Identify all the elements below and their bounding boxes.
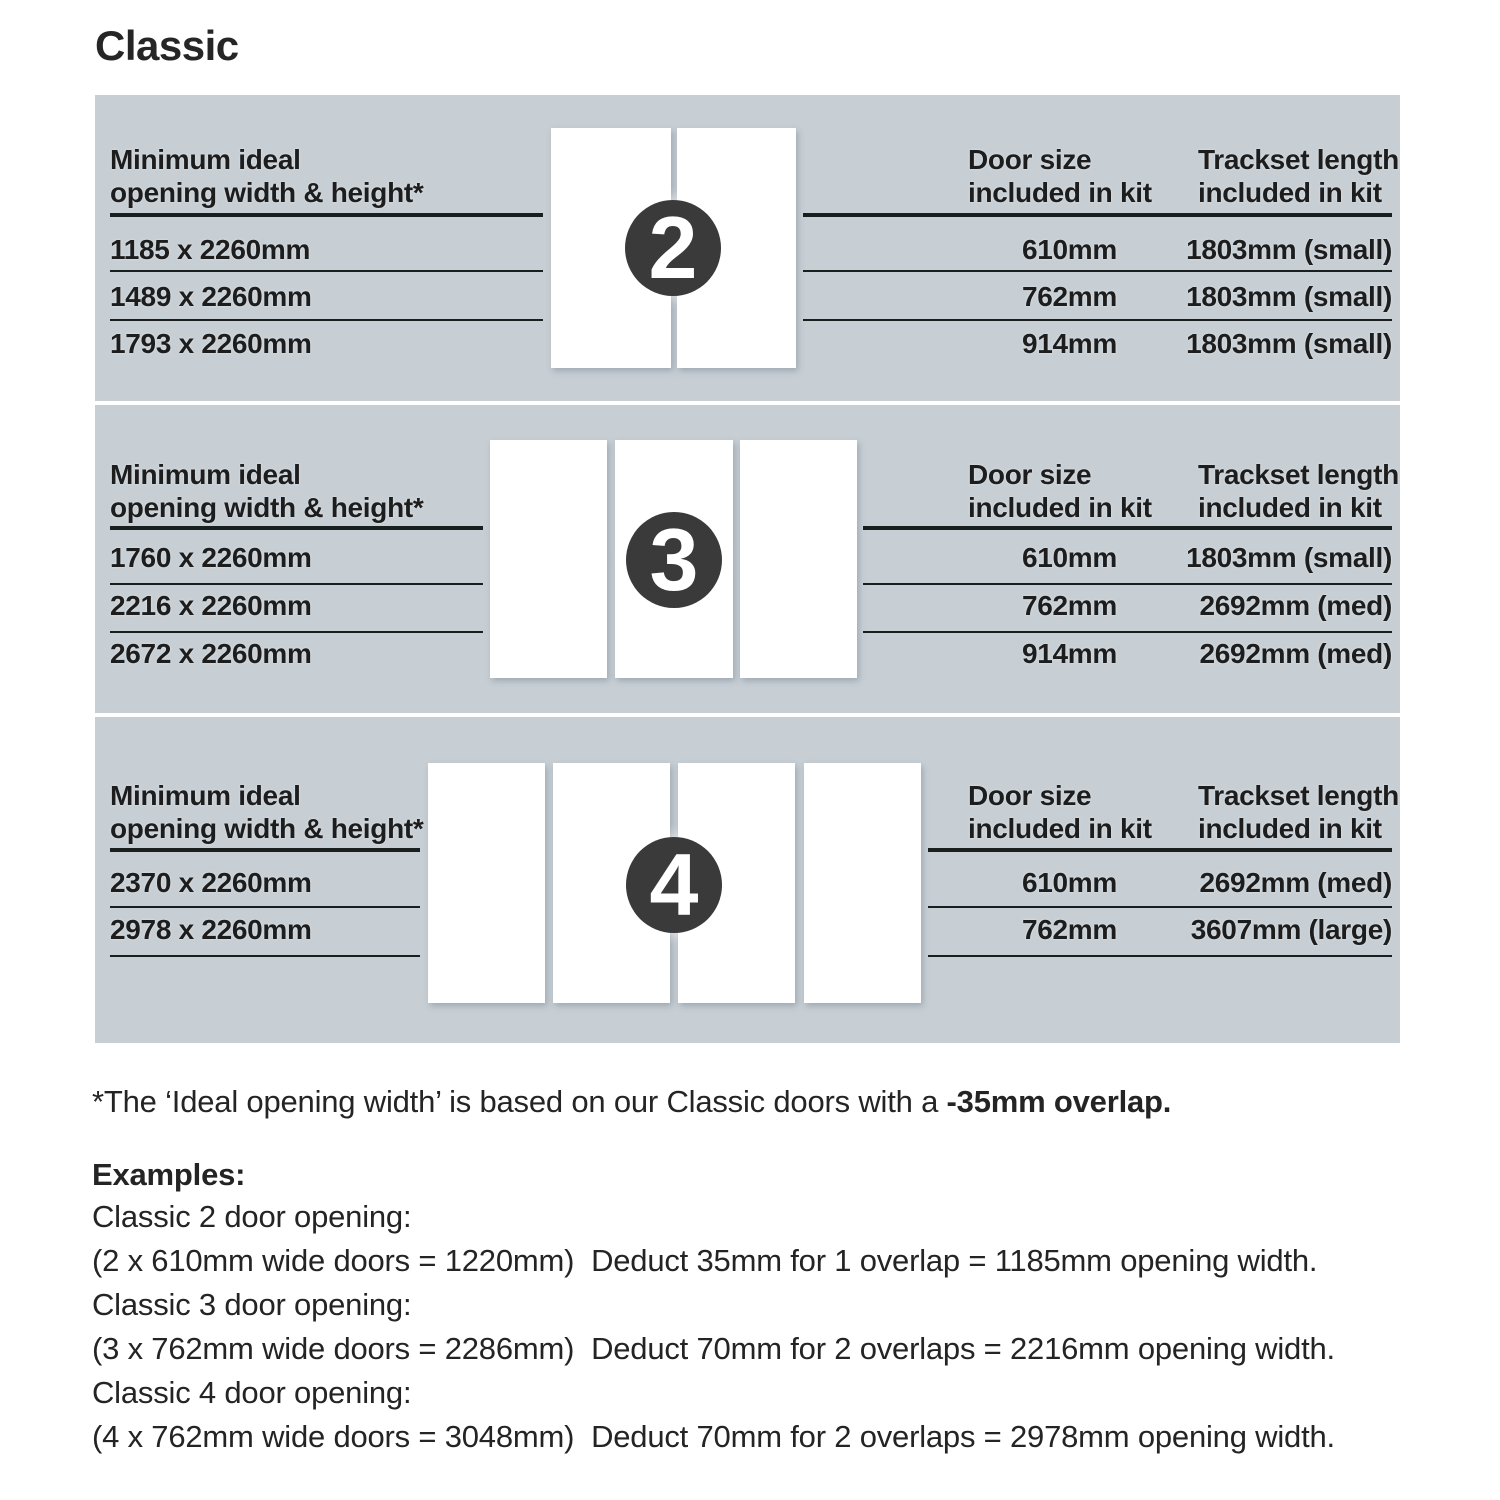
row-rule-right <box>863 583 1392 585</box>
col-header-door-size-line2: included in kit <box>968 177 1152 208</box>
col-header-opening-line2: opening width & height* <box>110 177 424 208</box>
opening-value: 2672 x 2260mm <box>110 638 312 669</box>
example-label: Classic 3 door opening: <box>92 1287 412 1322</box>
trackset-value: 1803mm (small) <box>1186 328 1392 359</box>
header-rule-left <box>110 213 543 217</box>
col-header-trackset: Trackset length included in kit <box>1198 143 1399 209</box>
col-header-trackset: Trackset length included in kit <box>1198 458 1399 524</box>
header-rule-left <box>110 848 420 852</box>
opening-value: 2370 x 2260mm <box>110 867 312 898</box>
door-panel <box>804 763 921 1003</box>
section-4-door: Minimum ideal opening width & height* Do… <box>95 717 1400 1043</box>
examples-heading: Examples: <box>92 1157 246 1192</box>
opening-value: 2978 x 2260mm <box>110 914 312 945</box>
col-header-opening-line1: Minimum ideal <box>110 459 301 490</box>
col-header-opening-line2: opening width & height* <box>110 492 424 523</box>
col-header-door-size-line1: Door size <box>968 144 1092 175</box>
row-rule-left <box>110 906 420 908</box>
door-size-value: 610mm <box>1021 542 1117 573</box>
col-header-opening-line2: opening width & height* <box>110 813 424 844</box>
col-header-trackset-line2: included in kit <box>1198 813 1382 844</box>
footnote-bold: -35mm overlap. <box>946 1084 1172 1119</box>
col-header-opening: Minimum ideal opening width & height* <box>110 458 424 524</box>
col-header-trackset-line1: Trackset length <box>1198 459 1399 490</box>
page-title: Classic <box>95 22 239 69</box>
col-header-door-size-line1: Door size <box>968 459 1092 490</box>
header-rule-left <box>110 526 483 530</box>
door-panel <box>740 440 857 678</box>
row-rule-right <box>863 631 1392 633</box>
opening-value: 1489 x 2260mm <box>110 281 312 312</box>
door-size-value: 914mm <box>1021 328 1117 359</box>
col-header-door-size-line1: Door size <box>968 780 1092 811</box>
opening-value: 1760 x 2260mm <box>110 542 312 573</box>
col-header-opening: Minimum ideal opening width & height* <box>110 143 424 209</box>
col-header-trackset-line2: included in kit <box>1198 177 1382 208</box>
row-rule-right <box>928 906 1392 908</box>
col-header-door-size-line2: included in kit <box>968 492 1152 523</box>
door-count-badge: 2 <box>625 200 721 296</box>
door-count-badge: 3 <box>626 512 722 608</box>
row-rule-left <box>110 583 483 585</box>
col-header-door-size: Door size included in kit <box>968 143 1152 209</box>
door-size-value: 762mm <box>1021 281 1117 312</box>
example-label: Classic 4 door opening: <box>92 1375 412 1410</box>
header-rule-right <box>928 848 1392 852</box>
example-detail: (3 x 762mm wide doors = 2286mm) Deduct 7… <box>92 1331 1335 1366</box>
door-size-value: 762mm <box>1021 590 1117 621</box>
col-header-trackset-line1: Trackset length <box>1198 144 1399 175</box>
col-header-door-size: Door size included in kit <box>968 779 1152 845</box>
door-size-value: 914mm <box>1021 638 1117 669</box>
col-header-opening: Minimum ideal opening width & height* <box>110 779 424 845</box>
door-size-value: 610mm <box>1021 867 1117 898</box>
trackset-value: 2692mm (med) <box>1199 638 1393 669</box>
footnote-text: *The ‘Ideal opening width’ is based on o… <box>92 1084 947 1119</box>
door-size-value: 762mm <box>1021 914 1117 945</box>
col-header-door-size: Door size included in kit <box>968 458 1152 524</box>
header-rule-right <box>863 526 1392 530</box>
trackset-value: 2692mm (med) <box>1199 590 1393 621</box>
trackset-value: 1803mm (small) <box>1186 281 1392 312</box>
trackset-value: 1803mm (small) <box>1186 234 1392 265</box>
opening-value: 2216 x 2260mm <box>110 590 312 621</box>
example-label: Classic 2 door opening: <box>92 1199 412 1234</box>
row-rule-left <box>110 631 483 633</box>
door-panel <box>490 440 607 678</box>
trackset-value: 3607mm (large) <box>1190 914 1393 945</box>
header-rule-right <box>803 213 1392 217</box>
row-rule-left <box>110 270 543 272</box>
footnote: *The ‘Ideal opening width’ is based on o… <box>92 1083 1171 1121</box>
col-header-trackset-line2: included in kit <box>1198 492 1382 523</box>
opening-value: 1793 x 2260mm <box>110 328 312 359</box>
col-header-trackset-line1: Trackset length <box>1198 780 1399 811</box>
example-detail: (2 x 610mm wide doors = 1220mm) Deduct 3… <box>92 1243 1318 1278</box>
trackset-value: 1803mm (small) <box>1186 542 1392 573</box>
section-2-door: Minimum ideal opening width & height* Do… <box>95 95 1400 401</box>
row-rule-left <box>110 955 420 957</box>
row-rule-left <box>110 319 543 321</box>
col-header-opening-line1: Minimum ideal <box>110 780 301 811</box>
section-3-door: Minimum ideal opening width & height* Do… <box>95 405 1400 713</box>
col-header-door-size-line2: included in kit <box>968 813 1152 844</box>
example-detail: (4 x 762mm wide doors = 3048mm) Deduct 7… <box>92 1419 1335 1454</box>
row-rule-right <box>928 955 1392 957</box>
col-header-trackset: Trackset length included in kit <box>1198 779 1399 845</box>
door-size-value: 610mm <box>1021 234 1117 265</box>
row-rule-right <box>803 270 1392 272</box>
door-count-badge: 4 <box>626 837 722 933</box>
row-rule-right <box>803 319 1392 321</box>
door-panel <box>428 763 545 1003</box>
col-header-opening-line1: Minimum ideal <box>110 144 301 175</box>
trackset-value: 2692mm (med) <box>1199 867 1393 898</box>
opening-value: 1185 x 2260mm <box>110 234 311 265</box>
